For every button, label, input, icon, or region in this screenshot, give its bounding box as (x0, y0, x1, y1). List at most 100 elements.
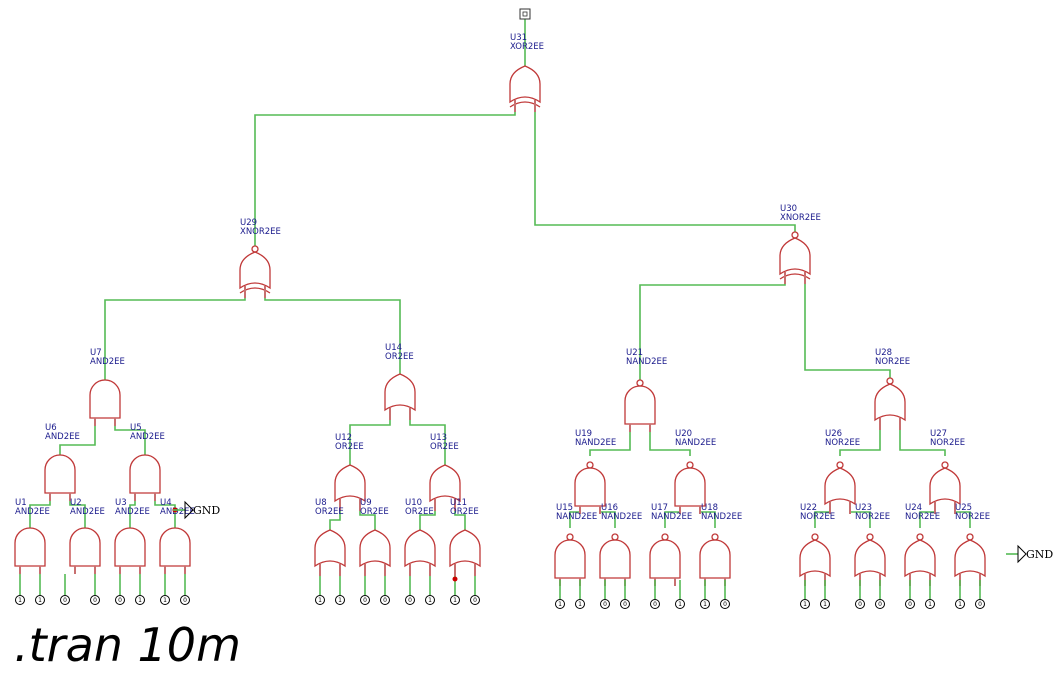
logic-source-low[interactable]: 0 (60, 595, 70, 605)
logic-source-low[interactable]: 0 (975, 599, 985, 609)
gate-type-label: NOR2EE (855, 512, 890, 522)
gate-ref-label: U26 (825, 429, 842, 439)
logic-source-high[interactable]: 1 (820, 599, 830, 609)
logic-source-high[interactable]: 1 (700, 599, 710, 609)
logic-source-icon (60, 595, 70, 605)
logic-value: 0 (118, 597, 122, 604)
logic-source-high[interactable]: 1 (425, 595, 435, 605)
ground-symbol[interactable]: GND (173, 500, 220, 520)
or-body (429, 464, 461, 503)
logic-source-low[interactable]: 0 (600, 599, 610, 609)
gate-type-label: OR2EE (335, 442, 364, 452)
logic-source-high[interactable]: 1 (135, 595, 145, 605)
gate-type-label: NAND2EE (556, 512, 597, 522)
gate-type-label: OR2EE (450, 507, 479, 517)
logic-source-high[interactable]: 1 (35, 595, 45, 605)
logic-source-icon (405, 595, 415, 605)
logic-source-low[interactable]: 0 (115, 595, 125, 605)
logic-source-icon (925, 599, 935, 609)
nor-body (954, 539, 986, 578)
and-body (69, 527, 101, 567)
wire (129, 501, 136, 528)
output-port-icon[interactable] (519, 8, 531, 20)
logic-source-high[interactable]: 1 (335, 595, 345, 605)
logic-source-high[interactable]: 1 (555, 599, 565, 609)
logic-source-high[interactable]: 1 (925, 599, 935, 609)
wire-u28-u30 (804, 278, 891, 378)
logic-source-low[interactable]: 0 (470, 595, 480, 605)
inversion-bubble (586, 461, 594, 469)
gate-type-label: NOR2EE (825, 438, 860, 448)
logic-value: 1 (453, 597, 457, 604)
spice-directive[interactable]: .tran 10m (14, 618, 241, 672)
gate-type-label: AND2EE (160, 507, 195, 517)
logic-source-high[interactable]: 1 (955, 599, 965, 609)
logic-source-low[interactable]: 0 (720, 599, 730, 609)
gate-ref-label: U28 (875, 348, 892, 358)
logic-value: 1 (428, 597, 432, 604)
logic-source-low[interactable]: 0 (905, 599, 915, 609)
nor-body (874, 383, 906, 422)
xor-arc (509, 101, 541, 108)
inversion-bubble (636, 379, 644, 387)
logic-source-icon (470, 595, 480, 605)
logic-source-low[interactable]: 0 (875, 599, 885, 609)
gate-type-label: AND2EE (70, 507, 105, 517)
logic-source-low[interactable]: 0 (620, 599, 630, 609)
logic-source-icon (115, 595, 125, 605)
logic-source-low[interactable]: 0 (180, 595, 190, 605)
wire-u30-u31 (534, 108, 796, 232)
or-body (334, 464, 366, 503)
logic-source-low[interactable]: 0 (650, 599, 660, 609)
logic-source-high[interactable]: 1 (15, 595, 25, 605)
logic-source-high[interactable]: 1 (450, 595, 460, 605)
logic-source-icon (360, 595, 370, 605)
ground-symbol[interactable]: GND (1006, 544, 1053, 564)
logic-source-low[interactable]: 0 (90, 595, 100, 605)
logic-source-high[interactable]: 1 (800, 599, 810, 609)
logic-source-high[interactable]: 1 (575, 599, 585, 609)
logic-source-low[interactable]: 0 (380, 595, 390, 605)
gate-ref-label: U21 (626, 348, 643, 358)
logic-source-high[interactable]: 1 (315, 595, 325, 605)
logic-source-high[interactable]: 1 (160, 595, 170, 605)
logic-source-low[interactable]: 0 (405, 595, 415, 605)
logic-source-low[interactable]: 0 (360, 595, 370, 605)
nand-body (674, 467, 706, 507)
logic-source-icon (555, 599, 565, 609)
logic-source-high[interactable]: 1 (675, 599, 685, 609)
logic-source-low[interactable]: 0 (855, 599, 865, 609)
